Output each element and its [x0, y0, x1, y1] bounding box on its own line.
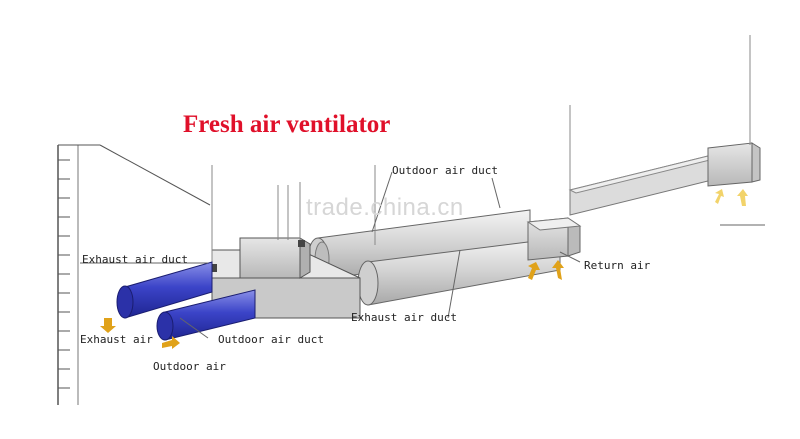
upper-return-duct: [568, 35, 765, 226]
wall-ticks: [58, 159, 70, 389]
arrow-top-right-a: [715, 189, 724, 204]
arrow-outdoor-in: [162, 336, 180, 349]
label-outdoor-air: Outdoor air: [153, 360, 226, 373]
label-exhaust-air: Exhaust air: [80, 333, 153, 346]
label-return-air: Return air: [584, 259, 651, 272]
arrow-return-right: [552, 260, 564, 280]
label-outdoor-air-duct-top: Outdoor air duct: [392, 164, 498, 177]
label-outdoor-air-duct-bottom: Outdoor air duct: [218, 333, 324, 346]
blue-exhaust-duct: [116, 261, 213, 319]
return-air-box: [526, 217, 582, 261]
arrow-top-right-b: [737, 189, 748, 206]
wall-scale: [57, 144, 211, 405]
leader-lines: [80, 171, 581, 339]
label-exhaust-air-duct-left: Exhaust air duct: [82, 253, 188, 266]
arrow-exhaust-down: [100, 318, 116, 333]
blue-outdoor-duct: [156, 289, 256, 341]
watermark-text: trade.china.cn: [306, 194, 464, 221]
label-exhaust-air-duct-center: Exhaust air duct: [351, 311, 457, 324]
arrow-return-left: [528, 262, 540, 280]
diagram-title: Fresh air ventilator: [183, 111, 391, 138]
